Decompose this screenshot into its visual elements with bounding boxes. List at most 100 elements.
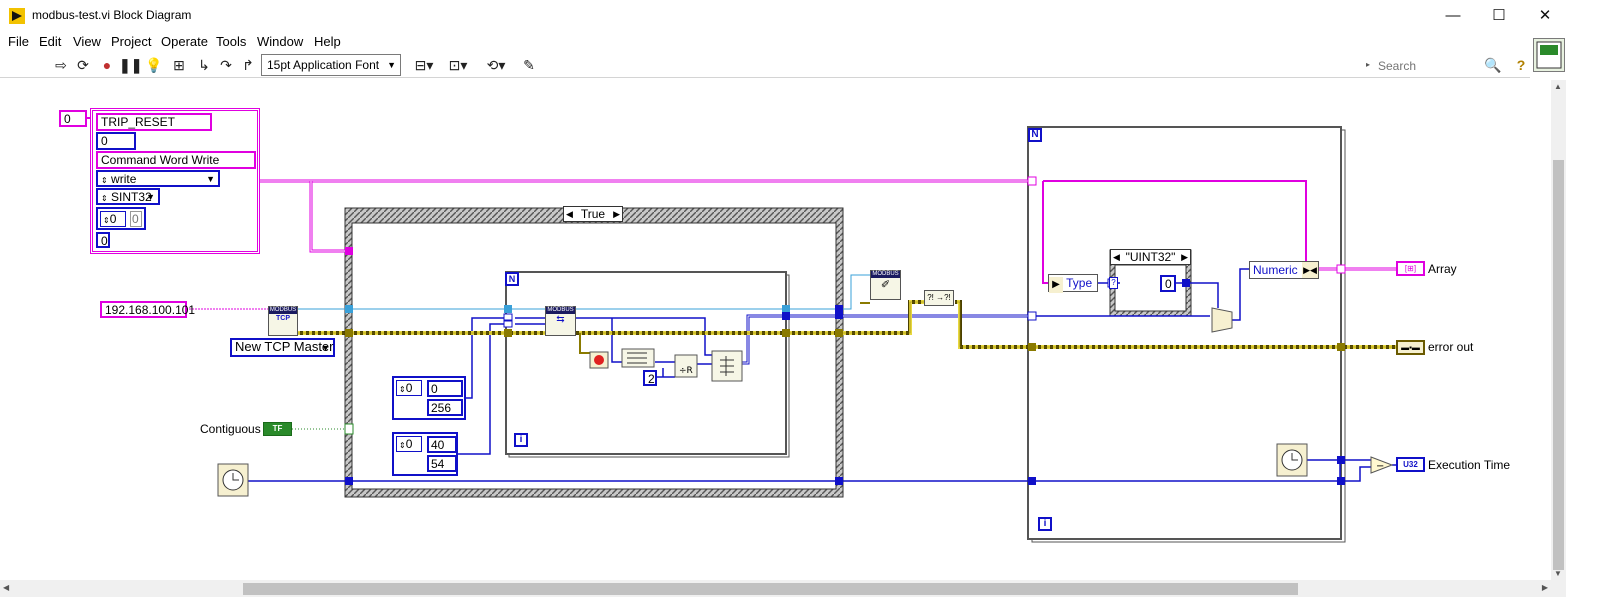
inner-loop-count-terminal[interactable]: N [505,272,519,286]
context-help-icon[interactable]: ? [1516,57,1526,73]
case-next-icon[interactable]: ▶ [613,209,620,219]
case-next-icon[interactable]: ▶ [1181,252,1188,262]
search-box[interactable]: ▸ 🔍 [1366,54,1506,76]
chevron-down-icon: ▼ [321,343,330,353]
type-label: Type [1066,276,1093,290]
window-title: modbus-test.vi Block Diagram [32,8,192,22]
modbus-read-label: MODBUS [546,307,575,314]
step-into-icon[interactable]: ↳ [198,57,210,73]
merge-errors-node[interactable]: ?! →?! [924,290,954,306]
case-tunnel-cluster[interactable] [345,247,353,255]
array2-element-0[interactable]: 40 [427,436,457,453]
menu-file[interactable]: File [8,34,29,49]
wires-layer: − ÷R [86,117,1400,543]
menu-project[interactable]: Project [111,34,152,49]
numeric-label: Numeric [1253,263,1298,277]
scroll-right-icon[interactable]: ▶ [1541,583,1548,592]
array2-index[interactable]: ⇕0 [396,436,422,452]
menu-bar: File Edit View Project Operate Tools Win… [0,32,1530,52]
highlight-execution-icon[interactable]: 💡 [145,57,163,73]
array1-index[interactable]: ⇕0 [396,380,422,396]
numeric-constant-two[interactable]: 2 [643,370,657,386]
cluster-description-field[interactable]: Command Word Write [96,151,256,169]
maximize-button[interactable]: ☐ [1492,7,1506,24]
distribute-objects-icon[interactable]: ⊡▾ [448,57,468,73]
menu-tools[interactable]: Tools [216,34,247,49]
ip-address-constant[interactable]: 192.168.100.101 [100,301,195,318]
abort-icon[interactable]: ● [102,57,112,73]
case-selector[interactable]: ◀ True ▶ [563,206,623,222]
labview-vi-icon [9,8,25,24]
cluster-array-element[interactable]: 0 [130,211,142,227]
bundle-by-name-node[interactable]: Numeric ▶◀ [1249,261,1319,279]
title-bar: modbus-test.vi Block Diagram — ☐ ✕ [0,0,1597,32]
zero-constant[interactable]: 0 [1160,275,1176,292]
menu-help[interactable]: Help [314,34,341,49]
vertical-scroll-thumb[interactable] [1553,160,1564,570]
chevron-down-icon: ▼ [206,174,215,184]
cluster-mode-enum[interactable]: ⇕ write ▼ [96,170,220,187]
array1-element-1[interactable]: 256 [427,399,463,416]
case-selector-terminal[interactable]: ? [1109,277,1118,289]
cluster-mode-value: write [111,172,137,186]
scroll-up-icon[interactable]: ▲ [1554,82,1562,91]
chevron-down-icon: ▼ [146,192,155,202]
toolbar: ⇨ ⟳ ● ❚❚ 💡 ⊞ ↳ ↷ ↱ 15pt Application Font… [0,52,1530,78]
tcp-master-ring[interactable]: New TCP Master ▼ [230,338,335,357]
search-icon[interactable]: 🔍 [1484,57,1502,73]
chevron-down-icon: ▼ [387,60,396,70]
modbus-close-node[interactable]: MODBUS ✐ [870,270,901,300]
cluster-index-display[interactable]: 0 [59,110,87,127]
array-constant-1[interactable]: ⇕0 0 256 [392,376,466,420]
cluster-value-field[interactable]: 0 [96,232,110,248]
updown-icon: ⇕ [101,194,108,203]
vi-icon-pane[interactable] [1533,38,1565,72]
step-over-icon[interactable]: ↷ [220,57,232,73]
menu-operate[interactable]: Operate [161,34,208,49]
array-constant-2[interactable]: ⇕0 40 54 [392,432,458,476]
unbundle-by-name-node[interactable]: ▶ Type [1048,274,1098,293]
pause-icon[interactable]: ❚❚ [119,57,143,73]
menu-view[interactable]: View [73,34,101,49]
search-input[interactable] [1376,56,1490,76]
contiguous-label: Contiguous [200,422,261,436]
cluster-array-index[interactable]: ⇕0 [100,211,126,227]
close-button[interactable]: ✕ [1538,7,1552,24]
array1-element-0[interactable]: 0 [427,380,463,397]
case-prev-icon[interactable]: ◀ [566,209,573,219]
cluster-array-constant[interactable]: ⇕0 0 [96,207,146,230]
menu-edit[interactable]: Edit [39,34,62,49]
cluster-type-enum[interactable]: ⇕ SINT32 ▼ [96,188,160,205]
reorder-icon[interactable]: ⟲▾ [486,57,506,73]
minimize-button[interactable]: — [1445,7,1461,24]
scroll-left-icon[interactable]: ◀ [3,583,10,592]
execution-time-indicator-terminal[interactable]: U32 [1396,457,1425,472]
retain-wire-values-icon[interactable]: ⊞ [173,57,185,73]
outer-loop-count-terminal[interactable]: N [1028,128,1042,142]
cluster-address-field[interactable]: 0 [96,132,136,150]
vi-connector-icon [1536,41,1562,69]
run-arrow-icon[interactable]: ⇨ [55,57,67,73]
array2-element-1[interactable]: 54 [427,455,457,472]
case-prev-icon[interactable]: ◀ [1113,252,1120,262]
align-objects-icon[interactable]: ⊟▾ [414,57,434,73]
menu-window[interactable]: Window [257,34,304,49]
block-diagram[interactable]: − ÷R 0 TRIP_RESET 0 Command Word Write ⇕… [0,80,1551,580]
inner-loop-iteration-terminal[interactable]: i [514,433,528,447]
scroll-down-icon[interactable]: ▼ [1554,569,1562,578]
clean-up-diagram-icon[interactable]: ✎ [523,57,535,73]
outer-loop-iteration-terminal[interactable]: i [1038,517,1052,531]
contiguous-boolean-constant[interactable]: TF [263,422,292,436]
run-continuously-icon[interactable]: ⟳ [77,57,89,73]
array-indicator-terminal[interactable]: [⊞] [1396,261,1425,276]
error-out-indicator-terminal[interactable]: ▬▪▬ [1396,340,1425,355]
search-expand-icon: ▸ [1366,60,1371,69]
modbus-close-label: MODBUS [871,271,900,278]
modbus-read-node[interactable]: MODBUS ⇆ [545,306,576,336]
step-out-icon[interactable]: ↱ [242,57,254,73]
modbus-tcp-master-node[interactable]: MODBUS TCP [268,306,298,336]
horizontal-scroll-thumb[interactable] [243,583,1298,595]
uint32-case-selector[interactable]: ◀ "UINT32" ▶ [1110,249,1191,265]
cluster-name-field[interactable]: TRIP_RESET [96,113,212,131]
font-select[interactable]: 15pt Application Font ▼ [261,54,401,76]
